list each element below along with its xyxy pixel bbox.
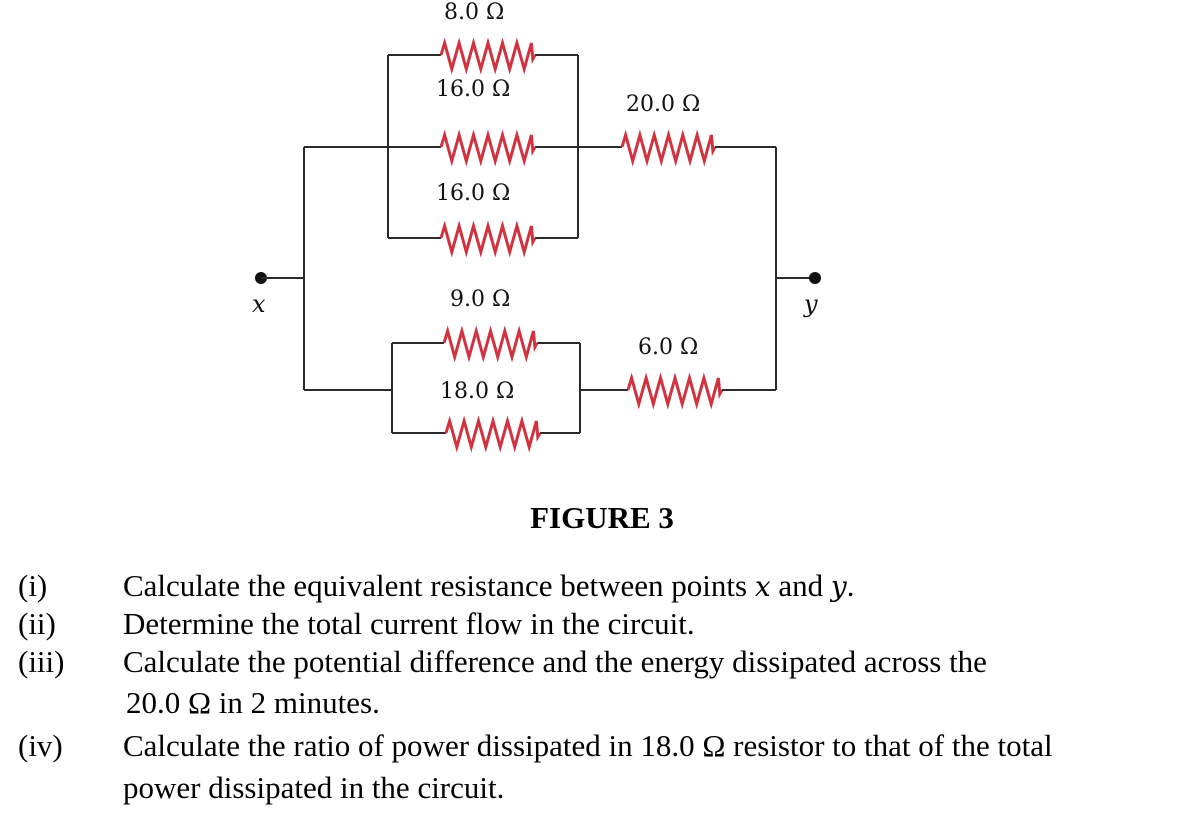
question-iv: (iv) Calculate the ratio of power dissip… — [0, 727, 1196, 811]
variable-y: y — [830, 570, 847, 603]
question-text: Calculate the equivalent resistance betw… — [123, 567, 854, 606]
figure-caption: FIGURE 3 — [530, 500, 674, 535]
question-i: (i) Calculate the equivalent resistance … — [0, 567, 1196, 605]
resistor-20ohm — [620, 129, 717, 167]
question-number: (iii) — [18, 644, 65, 679]
question-number: (i) — [18, 568, 48, 603]
resistor-6ohm — [626, 372, 724, 410]
question-number: (iv) — [18, 728, 63, 763]
question-ii: (ii) Determine the total current flow in… — [0, 605, 1196, 643]
question-text-part: . — [846, 568, 855, 603]
label-16ohm-a: 16.0 Ω — [436, 77, 510, 102]
question-text-line2: 20.0 Ω in 2 minutes. — [126, 685, 380, 720]
label-20ohm: 20.0 Ω — [626, 92, 700, 117]
terminal-y-label: y — [803, 290, 818, 318]
question-text-line1: Calculate the potential difference and t… — [123, 644, 987, 679]
circuit-diagram: x 8.0 Ω 16.0 Ω 16.0 Ω 20.0 Ω 9.0 Ω 18.0 … — [252, 0, 821, 453]
terminal-x-label: x — [252, 290, 266, 318]
label-18ohm: 18.0 Ω — [440, 379, 514, 404]
question-text-line1: Calculate the ratio of power dissipated … — [123, 728, 1053, 763]
label-16ohm-b: 16.0 Ω — [436, 181, 510, 206]
question-iii: (iii) Calculate the potential difference… — [0, 643, 1196, 727]
variable-x: x — [754, 570, 771, 603]
resistor-18ohm — [444, 415, 542, 453]
resistor-16ohm-b — [439, 220, 537, 258]
resistor-16ohm-a — [439, 129, 537, 167]
question-list: (i) Calculate the equivalent resistance … — [0, 567, 1196, 811]
question-text-line2: power dissipated in the circuit. — [123, 770, 505, 805]
resistor-8ohm — [439, 37, 537, 75]
question-text-part: and — [770, 568, 831, 603]
question-text: Determine the total current flow in the … — [123, 606, 695, 641]
label-6ohm: 6.0 Ω — [638, 335, 698, 360]
terminal-y-dot — [809, 272, 821, 284]
question-number: (ii) — [18, 606, 56, 641]
label-8ohm: 8.0 Ω — [444, 0, 504, 25]
resistor-9ohm — [442, 325, 539, 363]
label-9ohm: 9.0 Ω — [450, 287, 510, 312]
question-text-part: Calculate the equivalent resistance betw… — [123, 568, 755, 603]
